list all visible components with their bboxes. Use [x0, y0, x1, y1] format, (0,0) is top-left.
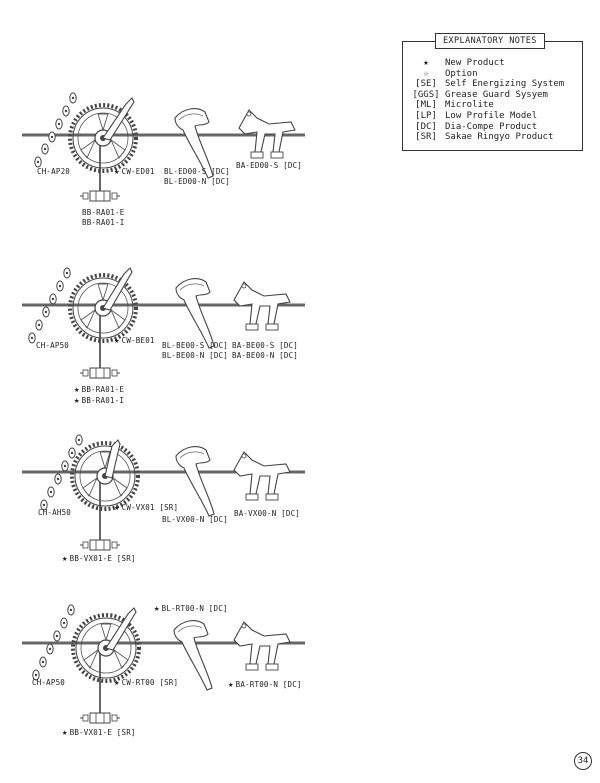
group-2-illustration — [22, 267, 305, 379]
lever-label-1: BL-BE00-S [DC] — [162, 341, 229, 350]
bb-code: BB-RA01-E — [81, 385, 125, 394]
note-key: [SE] — [415, 79, 437, 90]
group-4-illustration — [22, 604, 305, 724]
lever-label-2: BL-ED00-N [DC] — [164, 177, 231, 186]
bb-label-2: ★BB-RA01-I — [74, 396, 124, 406]
crank-label: ★CW-RT00 [SR] — [114, 678, 178, 688]
note-item: [GGS] Grease Guard Sysyem — [409, 90, 564, 101]
new-product-star-icon: ★ — [74, 396, 80, 406]
lever-label-2: BL-BE00-N [DC] — [162, 351, 229, 360]
new-product-star-icon: ★ — [228, 680, 234, 690]
lever-label-1: BL-ED00-S [DC] — [164, 167, 231, 176]
note-key: [DC] — [415, 121, 437, 132]
note-desc: Low Profile Model — [445, 110, 538, 121]
note-desc: Self Energizing System — [445, 79, 565, 90]
chain-label: CH-AH50 — [38, 508, 72, 517]
chain-label: CH-AP50 — [32, 678, 66, 687]
note-desc: Grease Guard Sysyem — [445, 89, 548, 100]
note-item: [LP] Low Profile Model — [409, 111, 564, 122]
note-item: [SE] Self Energizing System — [409, 79, 564, 90]
note-key: ☆ — [423, 68, 429, 79]
note-desc: Sakae Ringyo Product — [445, 132, 554, 143]
group-1-illustration — [22, 92, 305, 202]
brake-label-1: BA-VX00-N [DC] — [234, 509, 301, 518]
crank-code: CW-RT00 [SR] — [121, 678, 179, 687]
brake-label-1: ★BA-RT00-N [DC] — [228, 680, 302, 690]
note-item: [ML] Microlite — [409, 100, 564, 111]
bb-label-1: BB-RA01-E — [82, 208, 125, 217]
bb-label-1: ★BB-RA01-E — [74, 385, 124, 395]
note-desc: Dia-Compe Product — [445, 121, 538, 132]
notes-title: EXPLANATORY NOTES — [435, 33, 545, 49]
explanatory-notes-box: EXPLANATORY NOTES ★ New Product ☆ Option [… — [402, 33, 583, 151]
bb-code: BB-VX01-E [SR] — [69, 728, 136, 737]
brake-label-1: BA-ED00-S [DC] — [236, 161, 303, 170]
lever-label-1: BL-VX00-N [DC] — [162, 515, 229, 524]
lever-label-1: ★BL-RT00-N [DC] — [154, 604, 228, 614]
new-product-star-icon: ★ — [62, 728, 68, 738]
note-desc: Microlite — [445, 100, 494, 111]
new-product-star-icon: ★ — [114, 167, 120, 177]
bb-code: BB-VX01-E [SR] — [69, 554, 136, 563]
bb-label-1: ★BB-VX01-E [SR] — [62, 728, 136, 738]
crank-label: ★CW-ED01 — [114, 167, 155, 177]
crank-code: CW-VX01 [SR] — [121, 503, 179, 512]
new-product-star-icon: ★ — [114, 336, 120, 346]
crank-label: ★CW-VX01 [SR] — [114, 503, 178, 513]
note-key: [ML] — [415, 100, 437, 111]
crank-code: CW-BE01 — [121, 336, 155, 345]
new-product-star-icon: ★ — [62, 554, 68, 564]
bb-label-1: ★BB-VX01-E [SR] — [62, 554, 136, 564]
note-key: ★ — [423, 58, 429, 68]
note-key: [LP] — [415, 110, 437, 121]
note-item: ☆ Option — [409, 69, 564, 80]
new-product-star-icon: ★ — [114, 503, 120, 513]
bb-label-2: BB-RA01-I — [82, 218, 125, 227]
lever-code: BL-RT00-N [DC] — [161, 604, 228, 613]
new-product-star-icon: ★ — [154, 604, 160, 614]
brake-label-1: BA-BE00-S [DC] — [232, 341, 299, 350]
note-desc: New Product — [445, 58, 505, 68]
new-product-star-icon: ★ — [74, 385, 80, 395]
crank-label: ★CW-BE01 — [114, 336, 155, 346]
new-product-star-icon: ★ — [114, 678, 120, 688]
note-item: [DC] Dia-Compe Product — [409, 122, 564, 133]
note-key: [GGS] — [412, 89, 440, 100]
group-3-illustration — [22, 434, 305, 551]
note-desc: Option — [445, 68, 478, 79]
chain-label: CH-AP20 — [37, 167, 71, 176]
note-key: [SR] — [415, 132, 437, 143]
chain-label: CH-AP50 — [36, 341, 70, 350]
page-number: 34 — [574, 752, 592, 770]
note-item: ★ New Product — [409, 58, 564, 69]
note-item: [SR] Sakae Ringyo Product — [409, 132, 564, 143]
bb-code: BB-RA01-I — [81, 396, 125, 405]
crank-code: CW-ED01 — [121, 167, 155, 176]
brake-label-2: BA-BE00-N [DC] — [232, 351, 299, 360]
brake-code: BA-RT00-N [DC] — [235, 680, 302, 689]
notes-list: ★ New Product ☆ Option [SE] Self Energizing… — [409, 58, 564, 143]
